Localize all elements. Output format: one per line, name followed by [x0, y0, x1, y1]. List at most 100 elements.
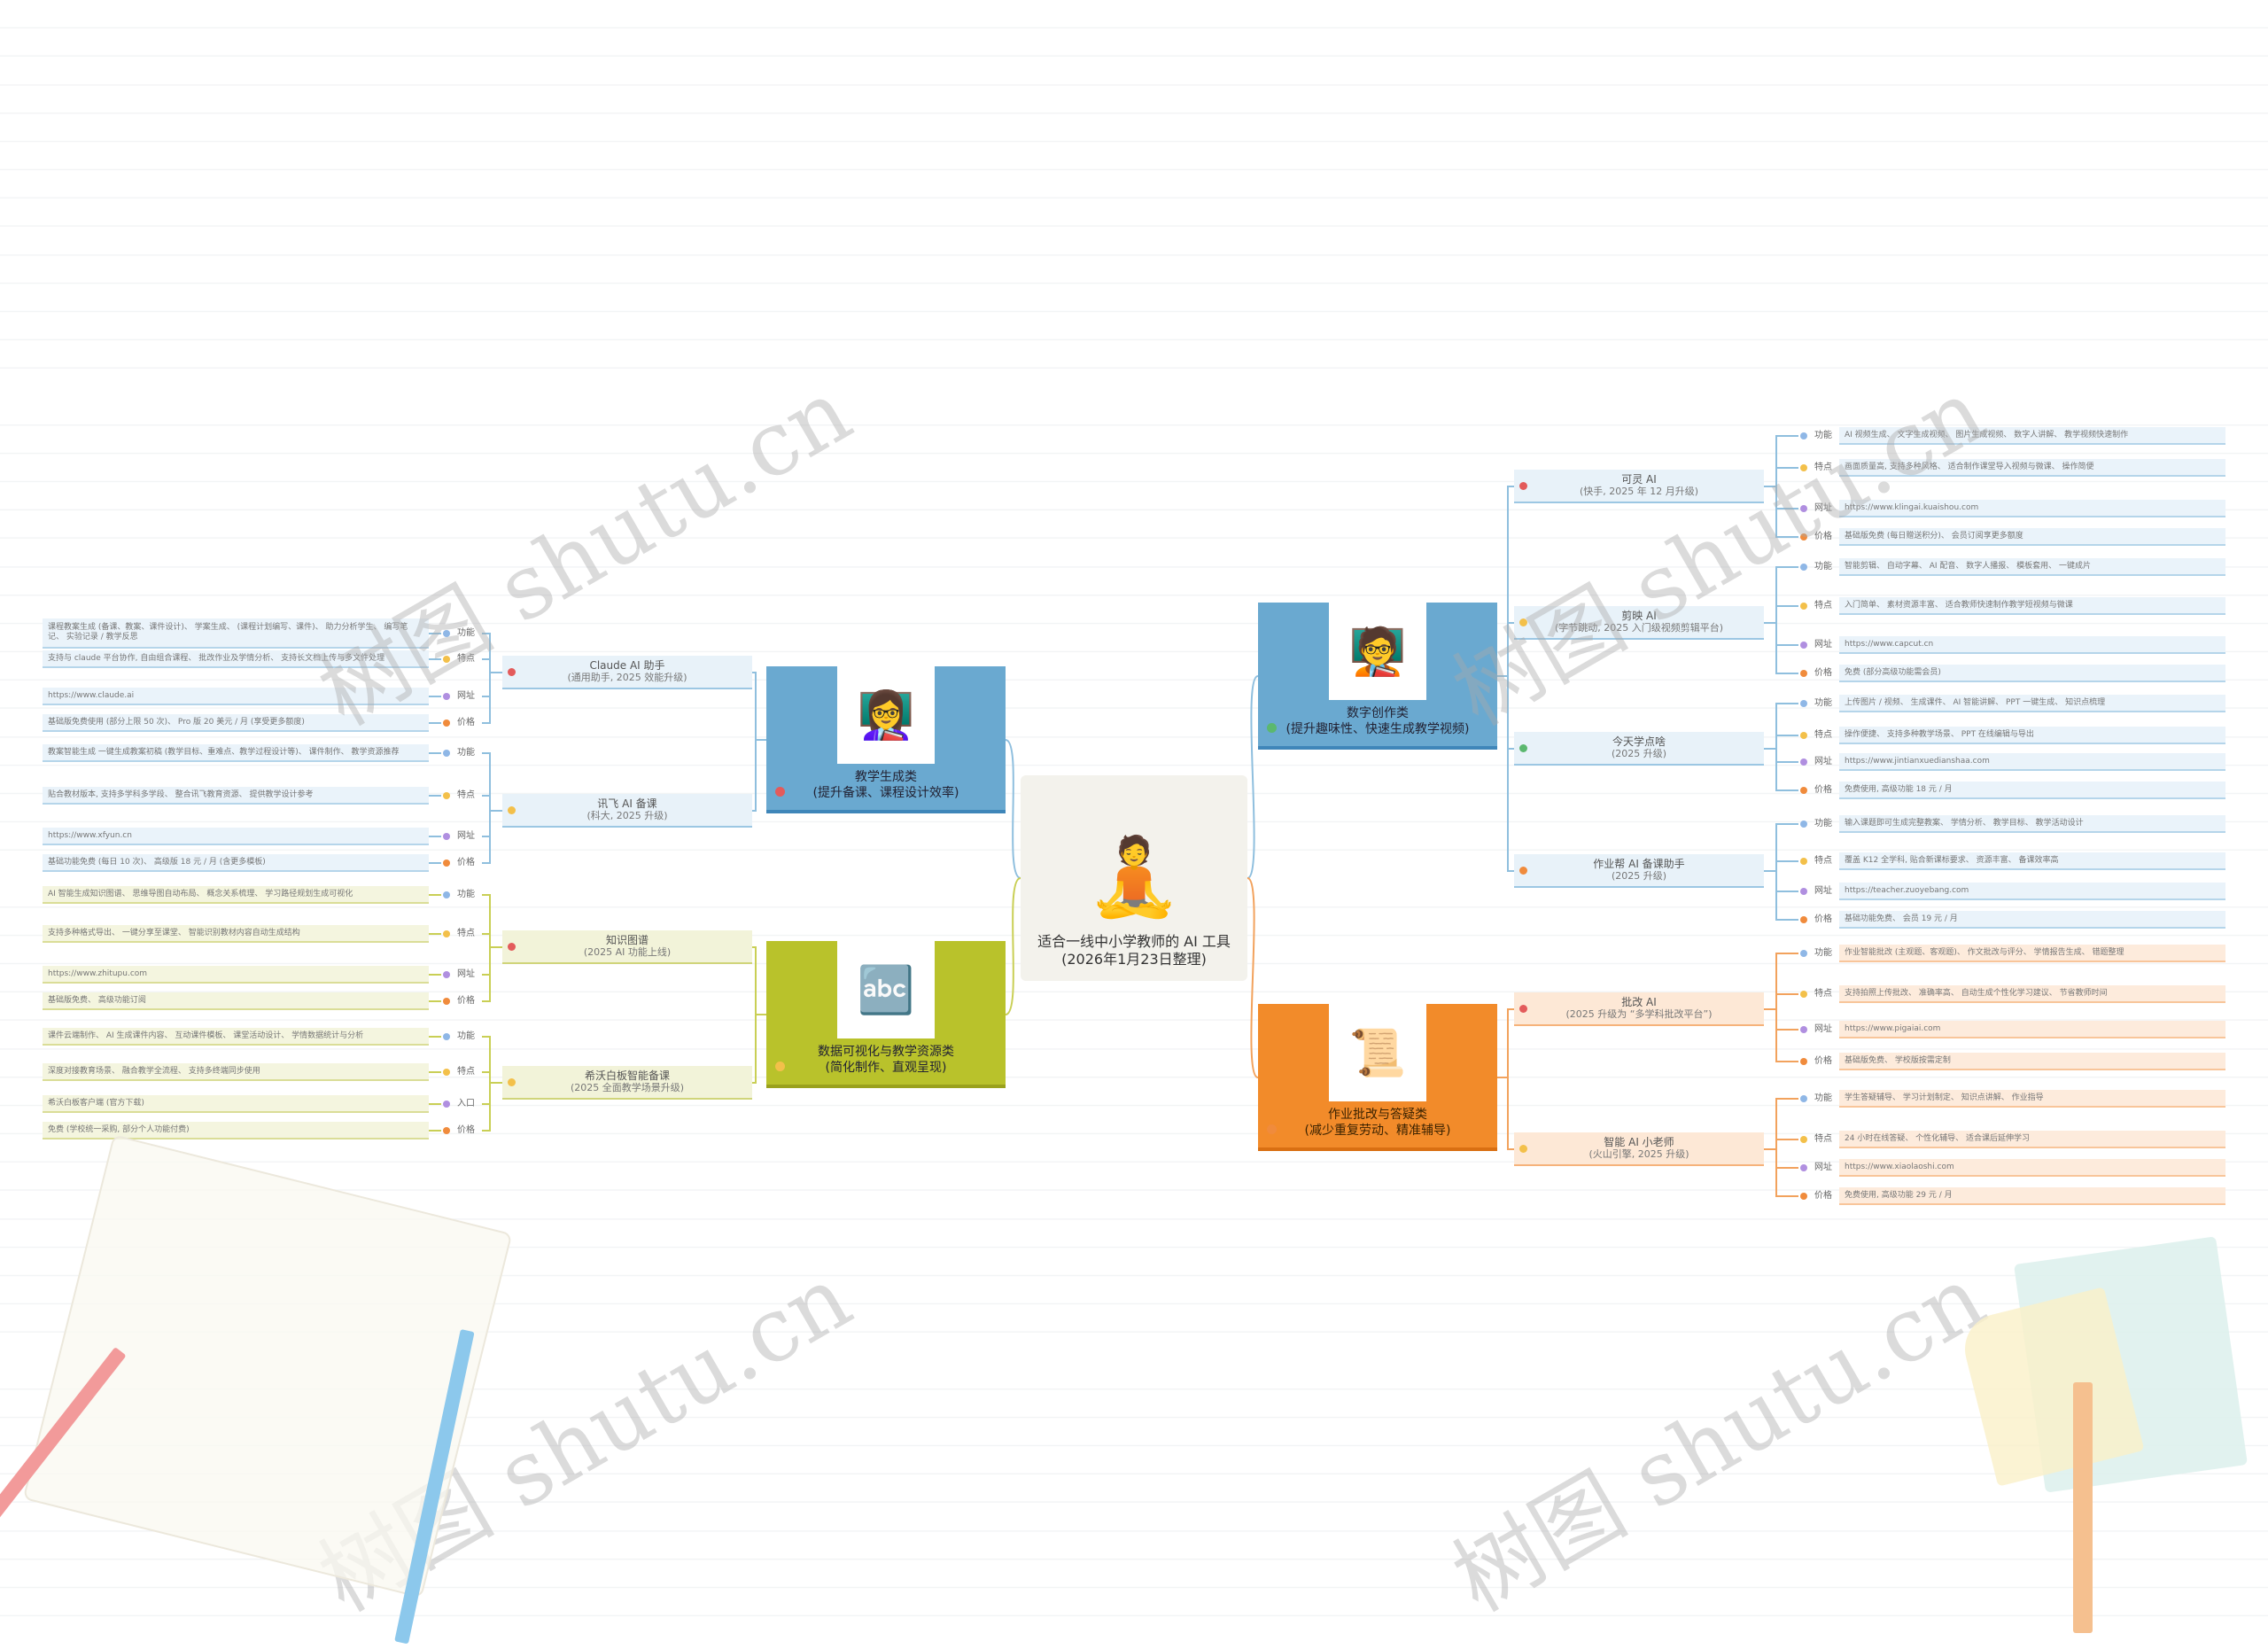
leaf-item: https://www.zhitupu.com [43, 966, 429, 984]
tool-desc: (2025 升级为 “多学科批改平台”) [1565, 1008, 1713, 1020]
leaf-label: 价格 [457, 858, 475, 867]
leaf-label: 功能 [1814, 431, 1832, 440]
connector-path [1764, 703, 1798, 750]
tool-marker-icon [508, 943, 516, 951]
leaf-marker-icon [1800, 505, 1807, 512]
connector-path [1497, 1077, 1514, 1150]
leaf-item: 上传图片 / 视频、 生成课件、 AI 智能讲解、 PPT 一键生成、 知识点梳… [1839, 695, 2225, 712]
tool-node[interactable]: 批改 AI(2025 升级为 “多学科批改平台”) [1514, 992, 1764, 1026]
tool-node[interactable]: 希沃白板智能备课(2025 全面教学场景升级) [502, 1066, 752, 1100]
leaf-marker-icon [443, 1033, 450, 1040]
orange-pencil-icon [2073, 1382, 2093, 1633]
connector-path [752, 672, 766, 741]
leaf-item: 作业智能批改 (主观题、客观题)、 作文批改与评分、 学情报告生成、 错题整理 [1839, 945, 2225, 962]
branch-title: 作业批改与答疑类 [1328, 1108, 1427, 1122]
branch-title: 教学生成类 [855, 770, 917, 784]
tool-node[interactable]: 作业帮 AI 备课助手(2025 升级) [1514, 854, 1764, 888]
tool-desc: (2025 AI 功能上线) [583, 946, 672, 958]
teacher-with-blocks-icon: 👩‍🏫 [837, 666, 935, 764]
tool-marker-icon [1519, 618, 1527, 626]
leaf-marker-icon [443, 792, 450, 799]
tool-name: 可灵 AI [1621, 473, 1657, 486]
leaf-item: 24 小时在线答疑、 个性化辅导、 适合课后延伸学习 [1839, 1131, 2225, 1148]
branch-title: 数字创作类 [1347, 706, 1409, 720]
connector-path [752, 739, 766, 812]
tool-desc: (火山引擎, 2025 升级) [1588, 1148, 1689, 1160]
central-topic[interactable]: 🧘 适合一线中小学教师的 AI 工具 (2026年1月23日整理) [1021, 775, 1247, 981]
leaf-label: 价格 [457, 996, 475, 1006]
connector-path [1764, 622, 1798, 674]
branch-subtitle: (简化制作、直观呈现) [825, 1061, 947, 1075]
connector-path [482, 672, 502, 724]
tool-node[interactable]: 今天学点啥(2025 升级) [1514, 732, 1764, 766]
leaf-label: 网址 [1814, 886, 1832, 896]
leaf-marker-icon [1800, 1095, 1807, 1102]
leaf-label: 网址 [457, 831, 475, 841]
tool-marker-icon [508, 1078, 516, 1086]
leaf-item: https://www.klingai.kuaishou.com [1839, 500, 2225, 517]
connector-path [1764, 823, 1798, 872]
leaf-marker-icon [1800, 1193, 1807, 1200]
leaf-marker-icon [1800, 732, 1807, 739]
tool-node[interactable]: 剪映 AI(字节跳动, 2025 入门级视频剪辑平台) [1514, 606, 1764, 640]
leaf-label: 价格 [1814, 1191, 1832, 1201]
connector-path [1764, 870, 1798, 921]
tool-name: 知识图谱 [605, 934, 649, 946]
connector-path [1764, 1139, 1798, 1150]
branch-node-b1[interactable]: 👩‍🏫教学生成类(提升备课、课程设计效率) [766, 666, 1006, 813]
connector-path [1764, 870, 1798, 892]
leaf-item: 基础版免费 (每日赠送积分)、 会员订阅享更多额度 [1839, 528, 2225, 546]
leaf-marker-icon [1800, 787, 1807, 794]
connector-path [482, 946, 502, 976]
tool-name: 希沃白板智能备课 [584, 1070, 670, 1082]
leaf-item: 希沃白板客户端 (官方下载) [43, 1095, 429, 1113]
tool-node[interactable]: 可灵 AI(快手, 2025 年 12 月升级) [1514, 470, 1764, 503]
tool-name: 今天学点啥 [1612, 735, 1666, 748]
connector-path [752, 1014, 766, 1084]
leaf-marker-icon [1800, 758, 1807, 766]
branch-title: 数据可视化与教学资源类 [818, 1045, 954, 1059]
leaf-marker-icon [1800, 700, 1807, 707]
leaf-item: 基础版免费、 学校版按需定制 [1839, 1053, 2225, 1070]
tool-node[interactable]: 讯飞 AI 备课(科大, 2025 升级) [502, 794, 752, 828]
leaf-item: https://www.jintianxuedianshaa.com [1839, 753, 2225, 771]
tool-desc: (通用助手, 2025 效能升级) [567, 672, 687, 683]
tool-marker-icon [1519, 867, 1527, 875]
branch-node-b3[interactable]: 🧑‍🏫 数字创作类 (提升趣味性、快速生成教学视频) [1258, 603, 1497, 750]
connector-path [482, 1082, 502, 1132]
leaf-label: 价格 [1814, 1056, 1832, 1066]
tool-node[interactable]: Claude AI 助手(通用助手, 2025 效能升级) [502, 656, 752, 689]
tool-node[interactable]: 知识图谱(2025 AI 功能上线) [502, 930, 752, 964]
branch-node-b2[interactable]: 🔤数据可视化与教学资源类(简化制作、直观呈现) [766, 941, 1006, 1088]
connector-path [1764, 1148, 1798, 1197]
leaf-marker-icon [1800, 642, 1807, 649]
leaf-marker-icon [443, 1101, 450, 1108]
leaf-label: 特点 [1814, 989, 1832, 999]
leaf-marker-icon [443, 750, 450, 757]
central-subtitle: (2026年1月23日整理) [1061, 951, 1207, 968]
leaf-marker-icon [1800, 603, 1807, 610]
connector-path [1764, 1148, 1798, 1169]
leaf-marker-icon [1800, 858, 1807, 865]
connector-path [482, 795, 502, 812]
certificate-icon: 📜 [1329, 1004, 1426, 1101]
connector-path [1764, 860, 1798, 872]
leaf-item: 贴合教材版本, 支持多学科多学段、 整合讯飞教育资源、 提供教学设计参考 [43, 787, 429, 805]
leaf-label: 特点 [457, 929, 475, 938]
tool-name: 批改 AI [1621, 996, 1657, 1008]
connector-path [1764, 486, 1798, 538]
branch-node-b4[interactable]: 📜作业批改与答疑类(减少重复劳动、精准辅导) [1258, 1004, 1497, 1151]
leaf-label: 功能 [457, 890, 475, 899]
tool-name: Claude AI 助手 [589, 659, 665, 672]
connector-path [482, 672, 502, 697]
leaf-label: 特点 [1814, 856, 1832, 866]
connector-path [482, 1071, 502, 1084]
branch-subtitle: (提升趣味性、快速生成教学视频) [1285, 722, 1470, 736]
leaf-item: 支持拍照上传批改、 准确率高、 自动生成个性化学习建议、 节省教师时间 [1839, 985, 2225, 1003]
tool-node[interactable]: 智能 AI 小老师(火山引擎, 2025 升级) [1514, 1132, 1764, 1166]
classroom-blackboard-icon: 🧑‍🏫 [1329, 603, 1426, 700]
leaf-item: 基础功能免费 (每日 10 次)、 高级版 18 元 / 月 (含更多模板) [43, 854, 429, 872]
leaf-item: AI 智能生成知识图谱、 思维导图自动布局、 概念关系梳理、 学习路径规划生成可… [43, 886, 429, 904]
leaf-item: 画面质量高, 支持多种风格、 适合制作课堂导入视频与微课、 操作简便 [1839, 459, 2225, 477]
leaf-marker-icon [1800, 464, 1807, 471]
